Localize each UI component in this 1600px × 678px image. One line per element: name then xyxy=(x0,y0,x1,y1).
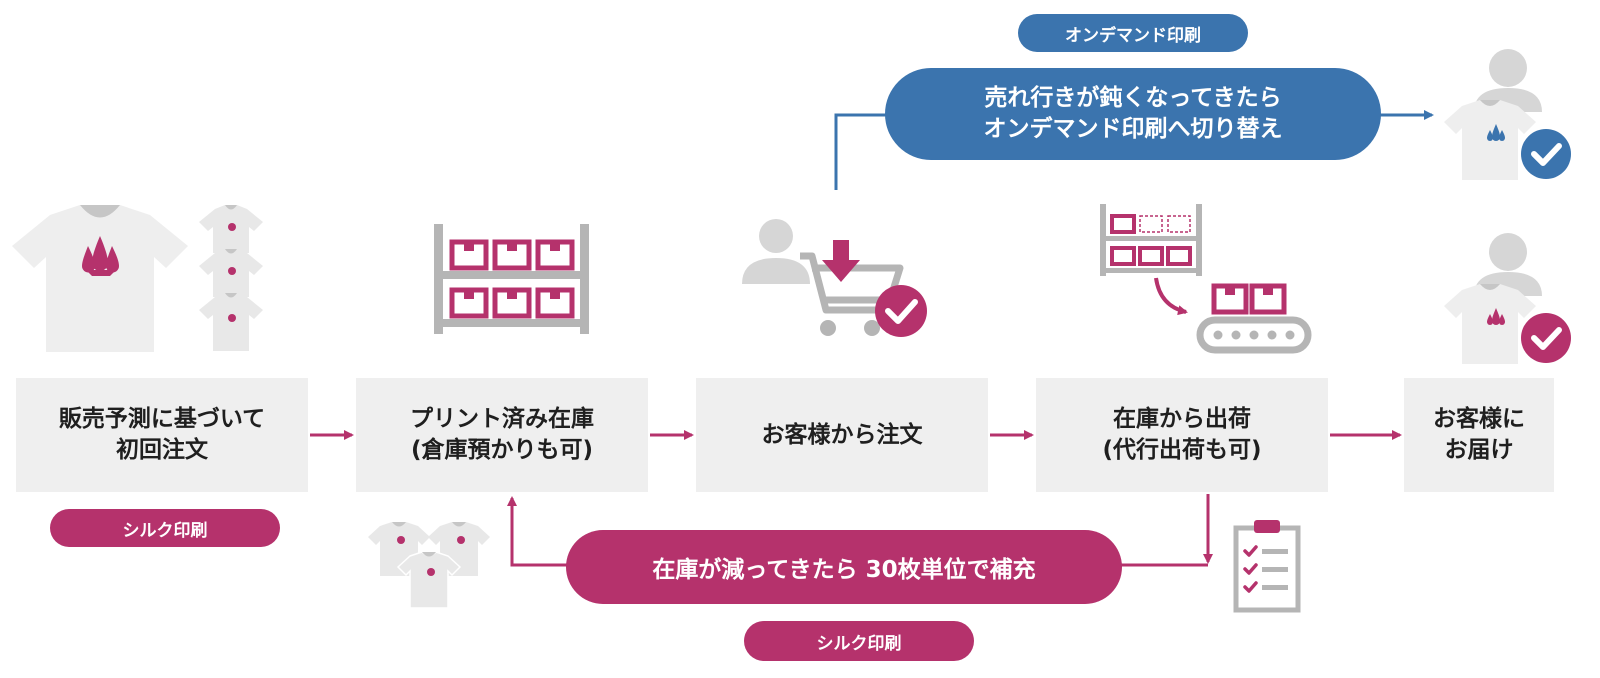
step-ship: 在庫から出荷 (代行出荷も可) xyxy=(1036,378,1328,492)
arrow-restock-up xyxy=(507,496,568,567)
restock-callout-text: 在庫が減ってきたら 30枚単位で補充 xyxy=(652,557,1036,583)
on-demand-print-label-text: オンデマンド印刷 xyxy=(1065,25,1201,46)
on-demand-switch-line-2: オンデマンド印刷へ切り替え xyxy=(983,116,1283,142)
shipping-conveyor-icon xyxy=(1100,204,1312,354)
silk-print-label-first-text: シルク印刷 xyxy=(122,520,208,541)
step-forecast-line-2: 初回注文 xyxy=(116,437,208,463)
tshirt-pile-icon xyxy=(368,522,490,609)
step-deliver-line-1: お客様に xyxy=(1433,406,1525,432)
step-deliver-line-2: お届け xyxy=(1444,437,1514,463)
on-demand-connector xyxy=(834,110,1434,190)
silk-print-label-first: シルク印刷 xyxy=(50,509,280,547)
customer-cart-icon xyxy=(742,219,927,337)
on-demand-customer-icon xyxy=(1444,49,1571,180)
silk-print-label-restock-text: シルク印刷 xyxy=(816,633,902,654)
step-ship-line-1: 在庫から出荷 xyxy=(1113,406,1251,432)
step-stock: プリント済み在庫 (倉庫預かりも可) xyxy=(356,378,648,492)
checklist-icon xyxy=(1233,520,1301,613)
warehouse-shelf-icon xyxy=(434,224,589,334)
on-demand-print-label: オンデマンド印刷 xyxy=(1018,14,1248,52)
step-deliver: お客様に お届け xyxy=(1404,378,1554,492)
step-ship-line-2: (代行出荷も可) xyxy=(1102,437,1262,463)
restock-callout: 在庫が減ってきたら 30枚単位で補充 xyxy=(566,530,1122,604)
tshirt-icon xyxy=(12,205,188,352)
step-stock-line-1: プリント済み在庫 xyxy=(410,406,594,432)
step-stock-line-2: (倉庫預かりも可) xyxy=(410,437,594,463)
step-forecast-line-1: 販売予測に基づいて xyxy=(58,406,266,432)
customer-checked-icon xyxy=(1444,233,1571,364)
step-order-line-1: お客様から注文 xyxy=(761,421,923,448)
step-order: お客様から注文 xyxy=(696,378,988,492)
small-tshirt-stack-icon xyxy=(199,205,263,351)
on-demand-switch-line-1: 売れ行きが鈍くなってきたら xyxy=(984,85,1282,111)
step-forecast: 販売予測に基づいて 初回注文 xyxy=(16,378,308,492)
restock-loop-connector xyxy=(507,494,1213,567)
silk-print-label-restock: シルク印刷 xyxy=(744,621,974,661)
on-demand-switch-callout: 売れ行きが鈍くなってきたら オンデマンド印刷へ切り替え xyxy=(885,68,1381,160)
